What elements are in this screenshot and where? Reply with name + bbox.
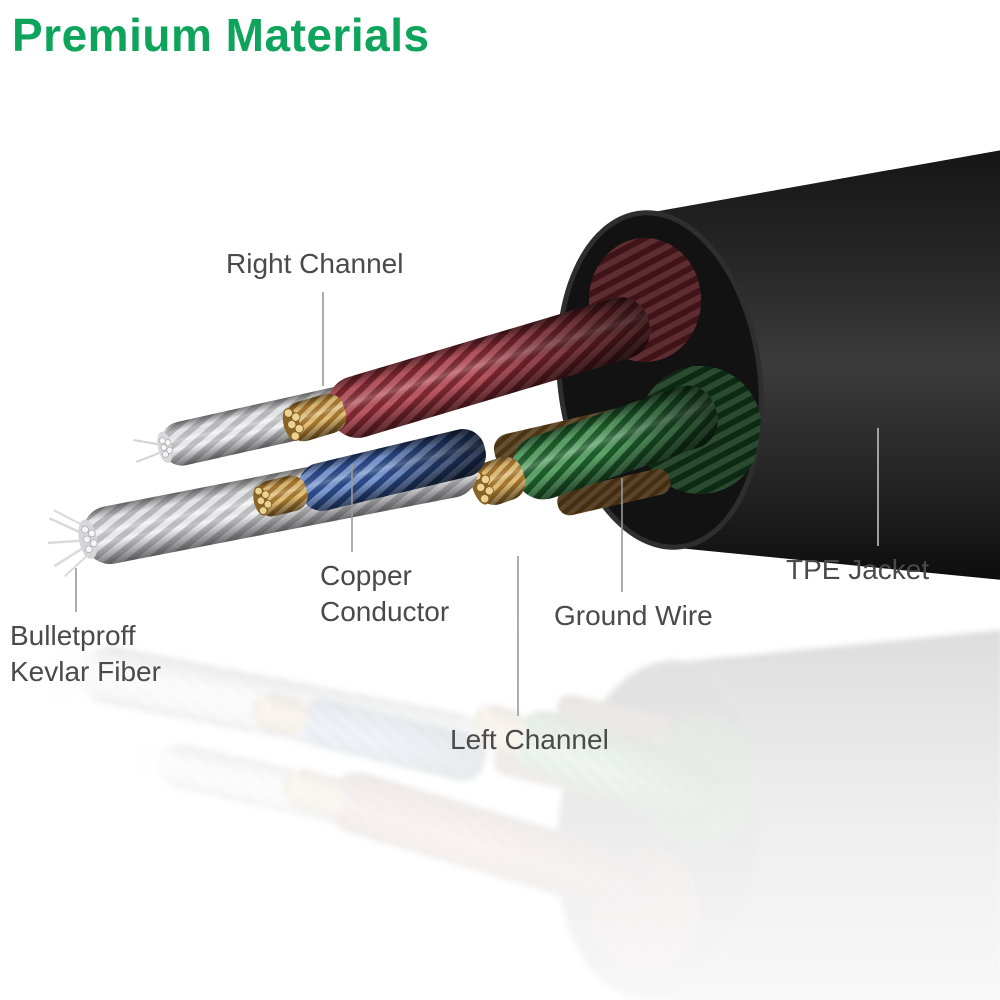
label-copper-conductor: Copper Conductor (320, 560, 450, 627)
leader-lines (75, 292, 879, 716)
page-title: Premium Materials (12, 9, 430, 61)
copper-conductor-tip-blue (253, 475, 308, 517)
wire-right-channel-red (282, 297, 651, 442)
wire-blue (253, 429, 486, 517)
wire-left-channel-green (471, 385, 719, 505)
cable-scene (47, 150, 1000, 580)
label-left-channel: Left Channel (450, 724, 609, 755)
label-right-channel: Right Channel (226, 248, 404, 279)
copper-conductor-tip-red (282, 393, 347, 442)
label-ground-wire: Ground Wire (554, 600, 713, 631)
cable-jacket (556, 150, 1000, 580)
label-tpe-jacket: TPE Jacket (786, 554, 930, 585)
reflection-fade (0, 590, 1000, 1000)
label-kevlar-fiber: Bulletproff Kevlar Fiber (10, 620, 161, 687)
